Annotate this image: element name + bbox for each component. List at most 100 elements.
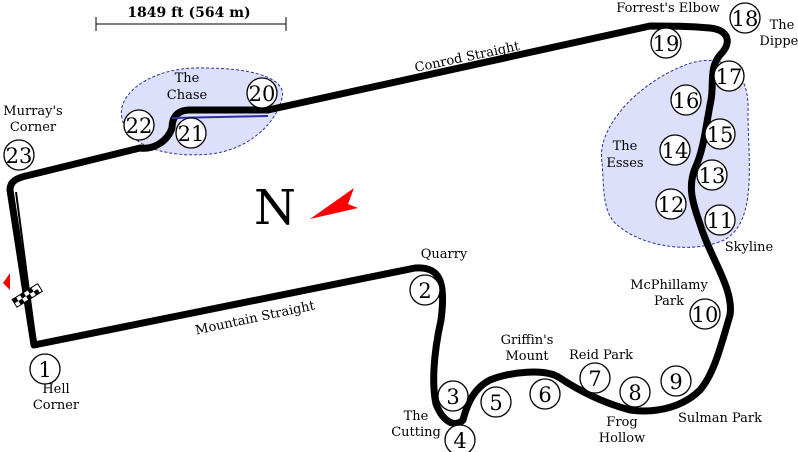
corner-number: 9 (669, 370, 682, 394)
corner-marker-14: 14 (659, 134, 691, 166)
scale-label: 1849 ft (564 m) (127, 5, 250, 21)
corner-circle (704, 204, 736, 236)
esses-label-line2: Esses (606, 156, 643, 171)
corner-marker-12: 12 (655, 188, 687, 220)
corner-circle (3, 139, 35, 171)
corner-circle (444, 424, 476, 452)
corner-number: 3 (446, 385, 459, 409)
mountain-straight-label: Mountain Straight (194, 298, 317, 338)
corner-circle (529, 378, 561, 410)
corner-name: Hell (42, 382, 69, 397)
corner-number: 5 (489, 391, 502, 415)
corner-circle (655, 188, 687, 220)
start-finish-flag (3, 273, 44, 308)
corner-number: 17 (716, 65, 743, 89)
corner-marker-13: 13 (696, 159, 728, 191)
corner-number: 18 (732, 7, 759, 31)
corner-circle (659, 134, 691, 166)
corner-circle (409, 274, 441, 306)
corner-marker-21: 21 (175, 117, 207, 149)
corner-circle (704, 118, 736, 150)
corner-number: 8 (628, 381, 641, 405)
chase-label-line2: Chase (167, 88, 208, 103)
scale-bar: 1849 ft (564 m) (95, 5, 287, 31)
corner-circle (619, 376, 651, 408)
corner-circle (660, 365, 692, 397)
corner-number: 2 (418, 279, 431, 303)
corner-name: Quarry (421, 247, 468, 262)
pit-lane (15, 191, 61, 346)
north-arrow-icon (310, 188, 358, 219)
corner-marker-5: 5 (480, 386, 512, 418)
corner-name: McPhillamy (630, 278, 708, 293)
corner-marker-15: 15 (704, 118, 736, 150)
corner-name: Dipper (759, 34, 798, 49)
corner-name: Skyline (725, 240, 774, 255)
corner-circle (246, 77, 278, 109)
corner-name: Murray's (3, 104, 62, 119)
corner-marker-17: 17 (713, 60, 745, 92)
corner-marker-16: 16 (670, 84, 702, 116)
corner-circle (437, 380, 469, 412)
track-outline (6, 22, 734, 427)
corner-name: The (404, 409, 429, 424)
corner-number: 22 (126, 114, 153, 138)
corner-name: Griffin's (501, 333, 554, 348)
corner-marker-18: 18 TheDipper (729, 2, 798, 49)
corner-marker-2: 2 Quarry (409, 247, 468, 306)
corner-name: Park (654, 294, 684, 309)
corner-circle (670, 84, 702, 116)
corner-name: Reid Park (569, 348, 633, 363)
esses-label-line1: The (613, 139, 638, 154)
corner-number: 1 (38, 358, 51, 382)
corner-name: Corner (33, 398, 80, 413)
corner-number: 15 (707, 123, 734, 147)
corner-circle (689, 298, 721, 330)
corner-circle (29, 353, 61, 385)
corner-marker-7: 7 Reid Park (569, 348, 633, 394)
chase-label-line1: The (175, 71, 200, 86)
corner-number: 23 (6, 144, 33, 168)
corner-circle (729, 2, 761, 34)
corner-circle (175, 117, 207, 149)
corner-number: 19 (653, 32, 680, 56)
corner-number: 4 (453, 429, 466, 452)
north-letter: N (254, 180, 296, 236)
corner-name: Corner (10, 120, 57, 135)
corner-number: 21 (178, 122, 205, 146)
corner-number: 11 (707, 209, 734, 233)
corner-circle (713, 60, 745, 92)
corner-number: 13 (699, 164, 726, 188)
corner-name: Sulman Park (678, 411, 762, 426)
corner-name: The (770, 18, 795, 33)
corner-marker-20: 20 (246, 77, 278, 109)
corner-marker-3: 3 (437, 380, 469, 412)
corner-name: Frog (606, 415, 637, 430)
corner-number: 6 (538, 383, 551, 407)
corner-name: Mount (505, 349, 549, 364)
corner-number: 14 (662, 139, 689, 163)
corner-name: Forrest's Elbow (616, 1, 719, 16)
corner-marker-22: 22 (123, 109, 155, 141)
corner-circle (480, 386, 512, 418)
corner-circle (650, 27, 682, 59)
corner-number: 20 (249, 82, 276, 106)
corner-number: 16 (673, 89, 700, 113)
corner-number: 12 (658, 193, 685, 217)
corner-number: 10 (692, 303, 719, 327)
corner-marker-19: 19 Forrest's Elbow (616, 1, 720, 59)
corner-circle (696, 159, 728, 191)
corner-circle (579, 362, 611, 394)
corner-number: 7 (588, 367, 601, 391)
corner-circle (123, 109, 155, 141)
